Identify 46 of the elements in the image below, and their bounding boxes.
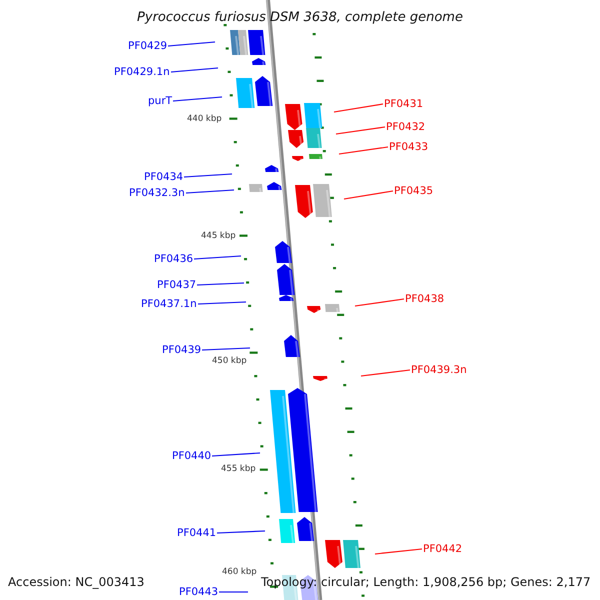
gene-label: PF0437.1n [141, 298, 197, 310]
gene-label: PF0431 [384, 98, 424, 110]
leader-line [196, 282, 244, 286]
title: Pyrococcus furiosus DSM 3638, complete genome [136, 10, 464, 26]
accession-text: Accession: NC_003413 [8, 575, 144, 589]
leader-line [216, 530, 266, 534]
gene-label: PF0432 [386, 121, 426, 133]
gene-label: PF0435 [394, 185, 434, 197]
leader-line [354, 298, 404, 307]
leader-line [338, 146, 388, 155]
leader-line [202, 347, 250, 351]
gene-label: purT [148, 95, 172, 107]
leader-line [219, 591, 248, 593]
leader-line [360, 369, 410, 377]
gene-label: PF0434 [144, 171, 184, 183]
leader-line [374, 548, 422, 555]
scale-label: 445 kbp [201, 230, 236, 242]
leader-line [212, 452, 260, 457]
gene-label: PF0436 [154, 253, 194, 265]
gene-label: PF0432.3n [129, 187, 185, 199]
leader-line [198, 301, 246, 305]
gene-label: PF0439.3n [411, 364, 467, 376]
leader-line [168, 41, 216, 47]
gene-label: PF0433 [389, 141, 428, 153]
leader-line [334, 103, 384, 113]
gene-label: PF0440 [172, 450, 212, 462]
scale-label: 460 kbp [222, 566, 257, 578]
leader-line [344, 190, 394, 200]
leader-line [172, 96, 222, 102]
scale-label: 450 kbp [212, 355, 247, 367]
gene-label: PF0441 [177, 527, 216, 539]
gene-label: PF0438 [405, 293, 444, 305]
leader-line [170, 67, 218, 73]
gene-label: PF0439 [162, 344, 202, 356]
gene-label: PF0443 [179, 586, 218, 598]
leader-line [184, 173, 232, 178]
scale-label: 455 kbp [221, 463, 256, 475]
gene-label: PF0442 [423, 543, 462, 555]
scale-label: 440 kbp [187, 113, 222, 125]
gene-label: PF0437 [157, 279, 196, 291]
leader-line [186, 189, 234, 194]
leader-line [336, 126, 386, 135]
gene-label: PF0429.1n [114, 66, 170, 78]
leader-line [194, 255, 242, 260]
genome-summary-text: Topology: circular; Length: 1,908,256 bp; Genes: 2,177 [261, 575, 591, 589]
gene-label: PF0429 [128, 40, 168, 52]
